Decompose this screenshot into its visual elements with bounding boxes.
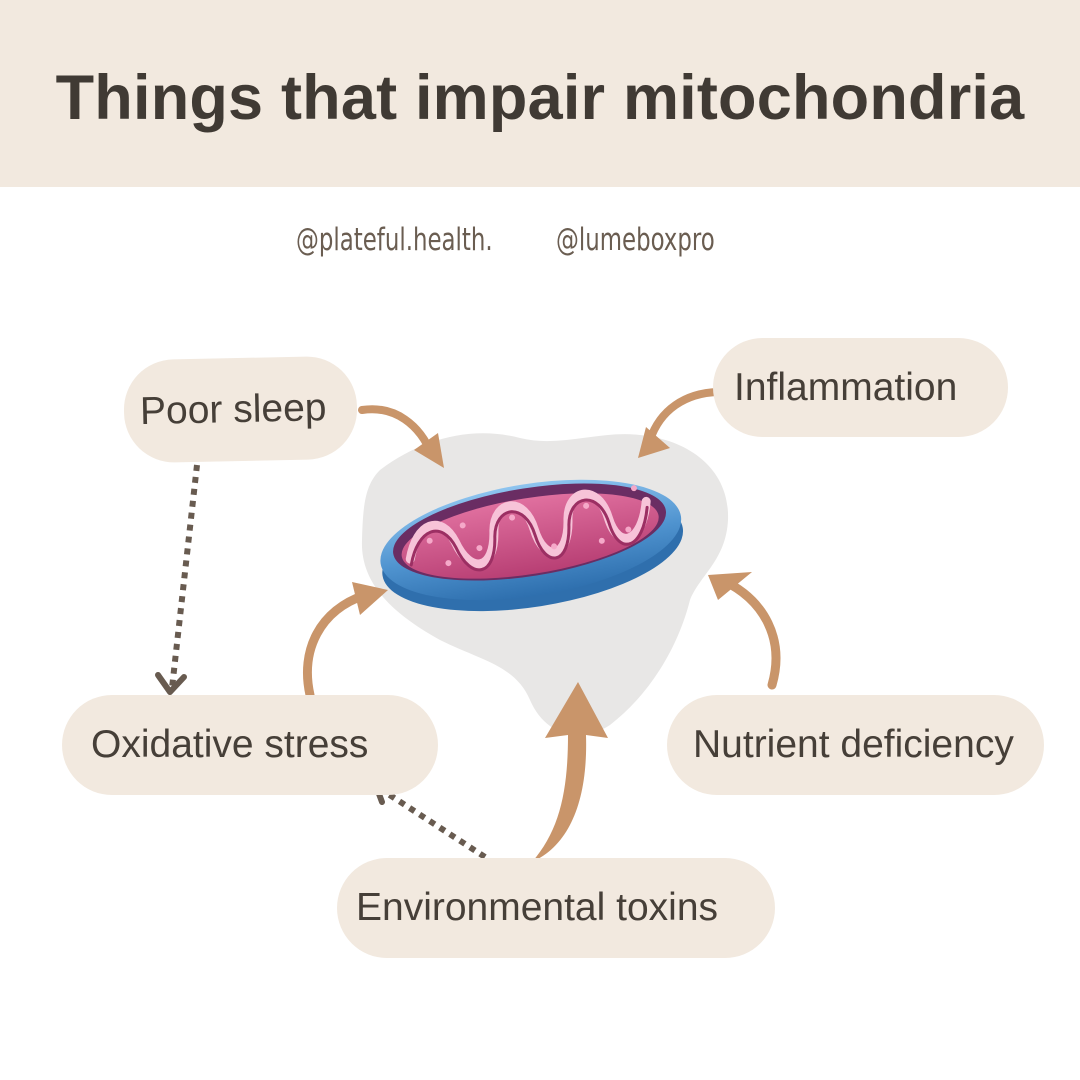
arrow-inflammation-to-mito (646, 388, 722, 444)
arrow-toxins-to-mito (532, 682, 608, 862)
factor-inflammation: Inflammation (713, 338, 1008, 437)
arrowhead-sleep (414, 433, 444, 468)
factor-oxidative-stress: Oxidative stress (62, 695, 438, 795)
handle-plateful: @plateful.health. (296, 222, 493, 258)
factor-label: Oxidative stress (91, 723, 369, 766)
dotted-arrowhead-sleep (155, 672, 187, 695)
header-banner (0, 0, 1080, 187)
factor-label: Nutrient deficiency (693, 723, 1014, 766)
factor-environmental-toxins: Environmental toxins (337, 858, 775, 958)
factor-label: Environmental toxins (356, 886, 719, 929)
handle-lumeboxpro: @lumeboxpro (556, 222, 715, 258)
arrow-oxidative-to-mito (302, 590, 370, 700)
mitochondrion-icon (380, 479, 684, 612)
dotted-arrow-sleep-to-oxidative (169, 464, 200, 689)
arrowhead-oxidative (352, 582, 388, 615)
page-title: Things that impair mitochondria (55, 63, 1025, 133)
factor-label: Inflammation (734, 365, 958, 409)
factor-nutrient-deficiency: Nutrient deficiency (667, 695, 1044, 795)
factor-poor-sleep: Poor sleep (122, 355, 359, 464)
factor-label: Poor sleep (139, 385, 327, 433)
arrowhead-nutrient (708, 572, 752, 600)
dotted-arrow-toxins-to-oxidative (380, 787, 487, 860)
arrowhead-inflammation (638, 427, 670, 458)
arrow-nutrient-to-mito (717, 575, 781, 690)
